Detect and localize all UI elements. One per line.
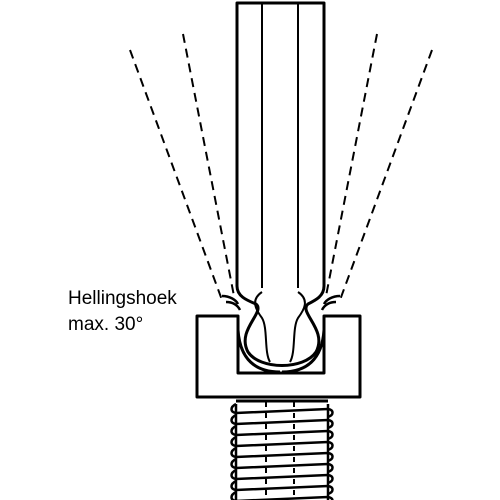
thread-coil [230, 413, 334, 430]
thread-coil [230, 446, 334, 463]
tilt-angle-label-line1: Hellingshoek [68, 288, 177, 309]
thread-coil [230, 402, 334, 419]
thread-coil [230, 490, 334, 500]
tilt-line-left-inner [182, 33, 235, 297]
tilt-line-right-outer [339, 49, 433, 301]
tilt-line-right-inner [325, 33, 378, 297]
tilt-line-left-outer [129, 49, 223, 301]
tilt-angle-label-line2: max. 30° [68, 314, 144, 335]
hex-key-shaft [235, 1, 326, 367]
screw-thread [230, 398, 334, 500]
ball-end [254, 291, 306, 363]
thread-coil [230, 479, 334, 496]
thread-coil [230, 435, 334, 452]
thread-coil [230, 457, 334, 474]
thread-coil [230, 468, 334, 485]
thread-coil [230, 424, 334, 441]
tilt-angle-label: Hellingshoek max. 30° [68, 286, 177, 338]
